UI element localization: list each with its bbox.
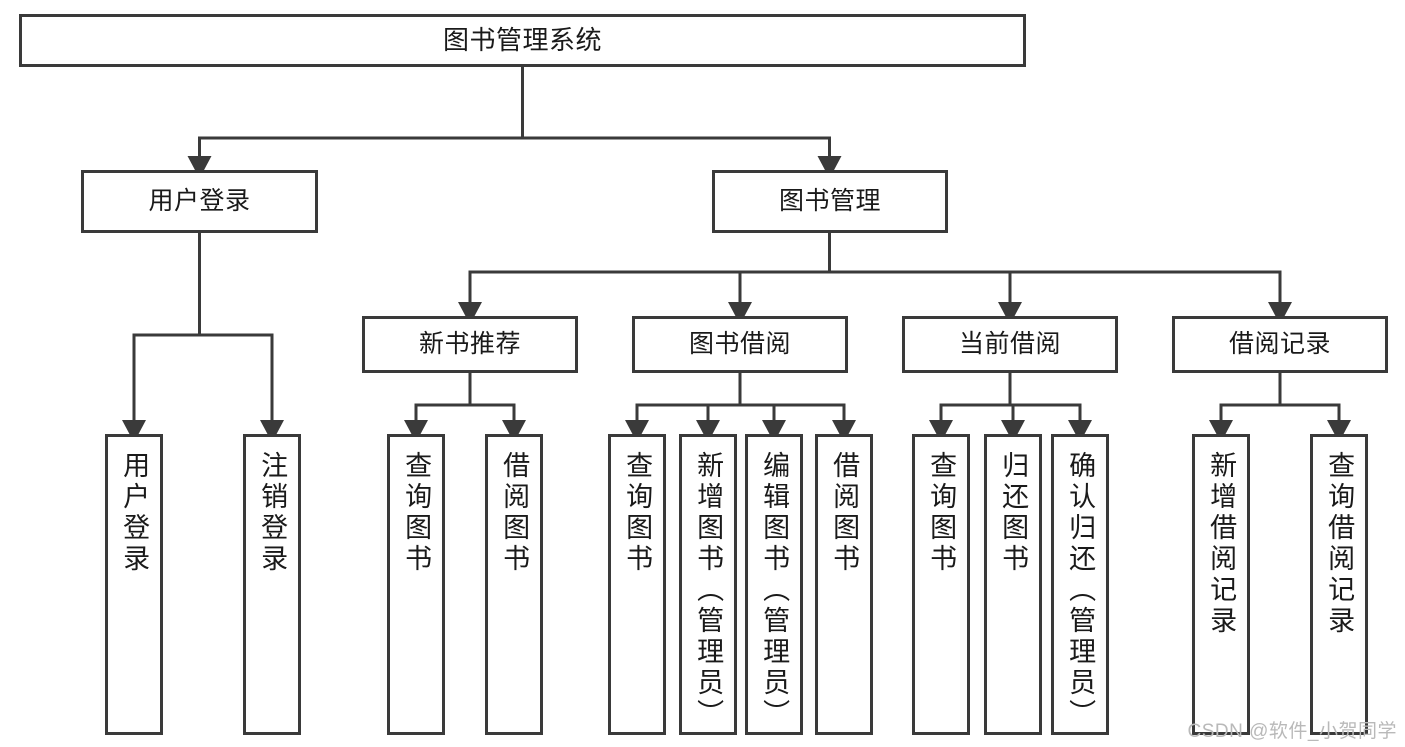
node-leaf-query-borrow-record-label: 查询借阅记录 — [1324, 451, 1355, 637]
node-user-login[interactable]: 用户登录 — [81, 170, 318, 233]
node-current-borrow-label: 当前借阅 — [958, 329, 1061, 358]
node-leaf-add-book-admin[interactable]: 新增图书（管理员） — [679, 434, 737, 735]
node-current-borrow[interactable]: 当前借阅 — [902, 316, 1118, 373]
node-leaf-confirm-return-admin-label: 确认归还（管理员） — [1065, 451, 1096, 730]
node-leaf-query-book-cur-label: 查询图书 — [926, 451, 957, 575]
node-leaf-add-book-admin-label: 新增图书（管理员） — [693, 451, 724, 730]
node-leaf-user-login-label: 用户登录 — [119, 451, 150, 575]
csdn-watermark: CSDN @软件_小贺同学 — [1187, 721, 1397, 742]
node-leaf-query-book-borrow[interactable]: 查询图书 — [608, 434, 666, 735]
node-leaf-query-borrow-record[interactable]: 查询借阅记录 — [1310, 434, 1368, 735]
node-leaf-borrow-book-label: 借阅图书 — [829, 451, 860, 575]
node-leaf-edit-book-admin-label: 编辑图书（管理员） — [759, 451, 790, 730]
node-leaf-query-book-rec-label: 查询图书 — [401, 451, 432, 575]
node-leaf-user-login[interactable]: 用户登录 — [105, 434, 163, 735]
node-borrow-record[interactable]: 借阅记录 — [1172, 316, 1388, 373]
node-new-book-recommend-label: 新书推荐 — [418, 329, 521, 358]
node-leaf-borrow-book-rec-label: 借阅图书 — [499, 451, 530, 575]
node-leaf-add-borrow-record-label: 新增借阅记录 — [1206, 451, 1237, 637]
node-leaf-add-borrow-record[interactable]: 新增借阅记录 — [1192, 434, 1250, 735]
node-leaf-query-book-rec[interactable]: 查询图书 — [387, 434, 445, 735]
node-user-login-label: 用户登录 — [148, 186, 251, 215]
node-book-borrow-label: 图书借阅 — [688, 329, 791, 358]
node-root-label: 图书管理系统 — [442, 25, 602, 56]
node-leaf-query-book-borrow-label: 查询图书 — [622, 451, 653, 575]
node-leaf-edit-book-admin[interactable]: 编辑图书（管理员） — [745, 434, 803, 735]
node-leaf-return-book-label: 归还图书 — [998, 451, 1029, 575]
node-book-manage-label: 图书管理 — [778, 186, 881, 215]
node-leaf-user-logout[interactable]: 注销登录 — [243, 434, 301, 735]
node-leaf-user-logout-label: 注销登录 — [257, 451, 288, 575]
node-leaf-return-book[interactable]: 归还图书 — [984, 434, 1042, 735]
node-root[interactable]: 图书管理系统 — [19, 14, 1026, 67]
node-new-book-recommend[interactable]: 新书推荐 — [362, 316, 578, 373]
node-borrow-record-label: 借阅记录 — [1228, 329, 1331, 358]
node-leaf-confirm-return-admin[interactable]: 确认归还（管理员） — [1051, 434, 1109, 735]
node-leaf-query-book-cur[interactable]: 查询图书 — [912, 434, 970, 735]
node-book-manage[interactable]: 图书管理 — [712, 170, 948, 233]
node-leaf-borrow-book[interactable]: 借阅图书 — [815, 434, 873, 735]
node-leaf-borrow-book-rec[interactable]: 借阅图书 — [485, 434, 543, 735]
node-book-borrow[interactable]: 图书借阅 — [632, 316, 848, 373]
